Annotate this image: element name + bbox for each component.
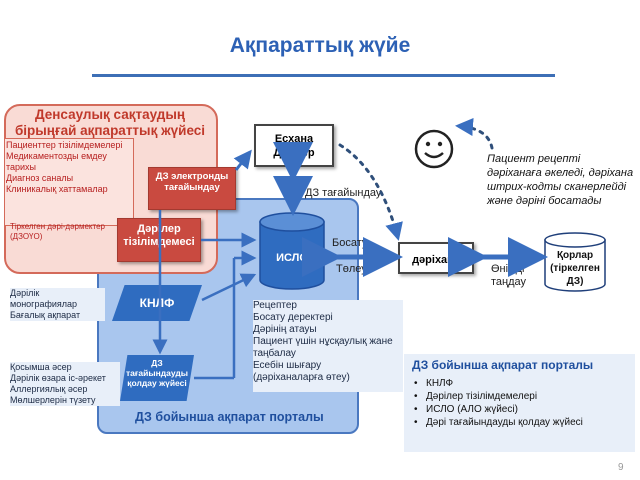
info-portal-caption: ДЗ бойынша ақпарат порталы xyxy=(135,410,324,424)
e-prescribing-box: ДЗ электронды тағайындау xyxy=(148,167,236,210)
knlf-shape: КНЛФ xyxy=(112,285,202,321)
registered-drugs-note: Тіркелген дәрі-дәрмектер (ДЗОҮО) xyxy=(10,222,105,241)
unified-info-system-list-panel xyxy=(4,138,134,226)
portal-list-item: ИСЛО (АЛО жүйесі) xyxy=(412,403,634,416)
portal-list-title: ДЗ бойынша ақпарат порталы xyxy=(412,358,594,372)
prescription-line: Рецептер xyxy=(253,300,297,311)
unified-info-system-list: Пациенттер тізілімдемелері Медикаментозд… xyxy=(6,140,132,195)
prescription-line: (дәріханаларға өтеу) xyxy=(253,372,350,383)
slide-title: Ақпараттық жүйе xyxy=(229,34,411,57)
portal-list-item: Дәрілер тізілімдемелері xyxy=(412,390,634,403)
monograph-line: Бағалық ақпарат xyxy=(10,310,81,320)
hospital-doctor-box: Есхана Дәрігер xyxy=(254,124,334,167)
side-effects-line: Дәрілік өзара іс-әрекет xyxy=(10,373,106,383)
page-number: 9 xyxy=(618,462,624,473)
payment-label: Төлеу xyxy=(336,263,367,275)
unified-info-system-title: Денсаулық сақтаудың бірыңғай ақпараттық … xyxy=(14,107,206,138)
eis-item: Диагноз саналы xyxy=(6,173,74,183)
stock-label: Қорлар (тіркелген ДЗ) xyxy=(550,250,600,287)
prescription-line: Есебін шығару xyxy=(253,360,322,371)
prescription-data-text: Рецептер Босату деректері Дәрінің атауы … xyxy=(253,300,403,392)
monograph-line: Дәрілік монографиялар xyxy=(10,288,78,309)
product-choice-label: Өнімді таңдау xyxy=(491,263,527,288)
smiley-face-icon xyxy=(414,129,454,169)
side-effects-text: Қосымша әсер Дәрілік өзара іс-әрекет Алл… xyxy=(10,362,120,406)
side-effects-line: Аллергиялық әсер xyxy=(10,384,88,394)
eis-item: Пациенттер тізілімдемелері xyxy=(6,140,123,150)
prescription-line: Босату деректері xyxy=(253,312,333,323)
title-divider xyxy=(92,74,555,77)
islo-label: ИСЛО xyxy=(276,252,308,264)
portal-list-item: КНЛФ xyxy=(412,377,634,390)
prescribing-support-shape: ДЗ тағайындауды қолдау жүйесі xyxy=(120,355,194,401)
eprescribing-hospital-arrow xyxy=(233,149,252,171)
prescribing-label: ДЗ тағайындау xyxy=(305,187,382,199)
drug-registry-box: Дәрілер тізілімдемесі xyxy=(117,218,201,262)
prescription-line: Пациент үшін нұсқаулық жане таңбалау xyxy=(253,336,393,359)
islo-database-icon xyxy=(259,212,325,290)
side-effects-line: Қосымша әсер xyxy=(10,362,72,372)
dispense-label: Босату xyxy=(332,237,368,249)
eis-item: Клиникалық хаттамалар xyxy=(6,184,108,194)
patient-note: Пациент рецепті дәріханаға әкеледі, дәрі… xyxy=(487,153,634,207)
eis-item: Медикаментозды емдеу тарихы xyxy=(6,151,107,172)
pharmacy-box: дәріхана xyxy=(398,242,474,274)
patient-smiley-dotted-arrow xyxy=(455,118,494,150)
portal-list: КНЛФ Дәрілер тізілімдемелері ИСЛО (АЛО ж… xyxy=(412,377,634,429)
monograph-text: Дәрілік монографиялар Бағалық ақпарат xyxy=(10,288,105,321)
prescription-line: Дәрінің атауы xyxy=(253,324,317,335)
side-effects-line: Мөлшерлерін түзету xyxy=(10,395,96,405)
portal-list-item: Дәрі тағайындауды қолдау жүйесі xyxy=(412,416,634,429)
